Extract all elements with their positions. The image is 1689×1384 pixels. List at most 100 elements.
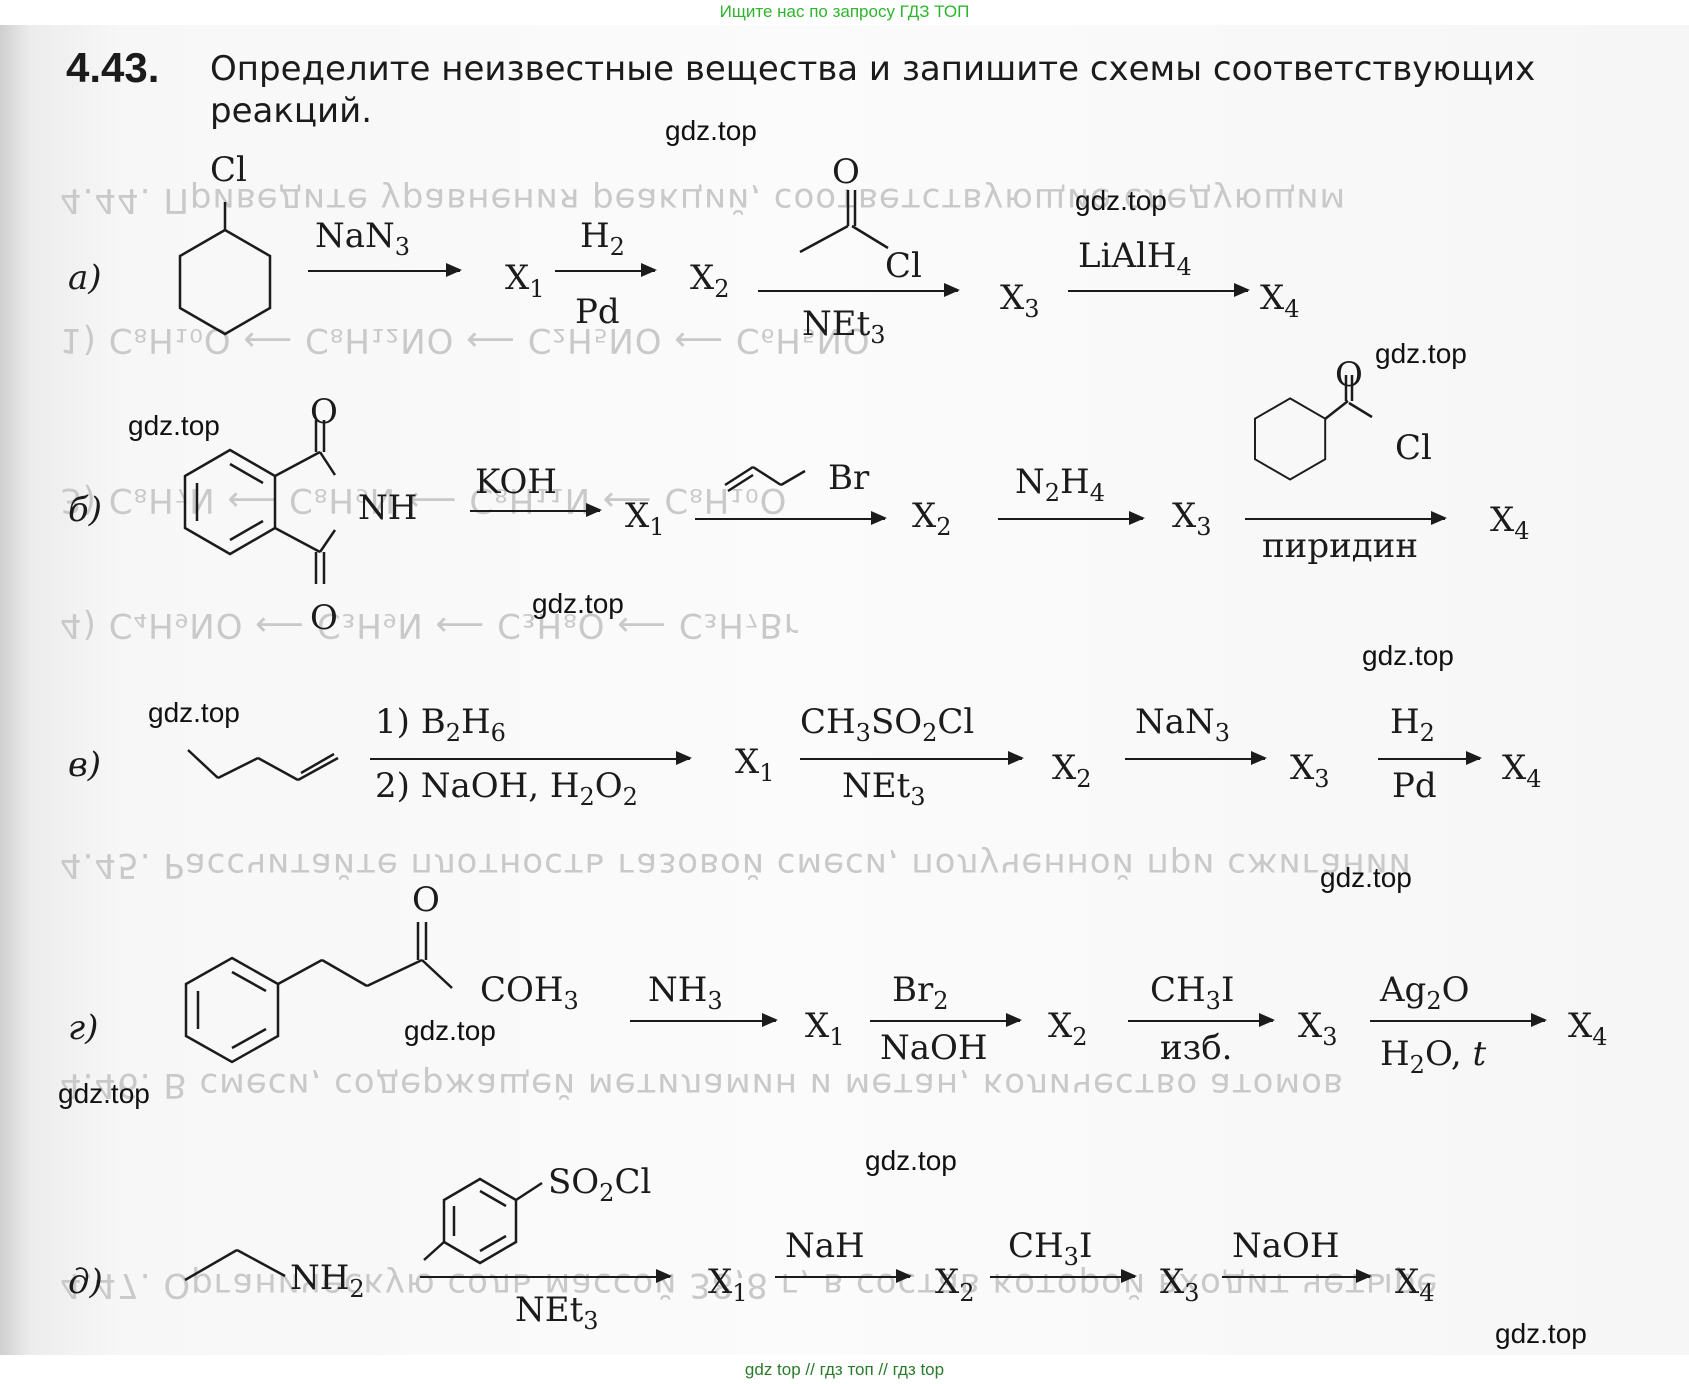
watermark: gdz.top <box>58 1078 150 1109</box>
tosyl-chloride-structure <box>423 1177 543 1265</box>
product-x3: X3 <box>1172 496 1212 541</box>
reagent-naoh: NaOH <box>1232 1226 1340 1266</box>
carbonyl-o-bottom: O <box>310 598 338 638</box>
propene-structure <box>187 749 339 782</box>
amine-nh2: NH2 <box>290 1258 365 1303</box>
product-x4: X4 <box>1395 1262 1435 1307</box>
bleed-through-text: 3) C₈H₇N ⟵ C₈H₉N ⟵ C₈H₁₁N ⟵ C₈H₁₀O <box>60 480 788 520</box>
phthalimide-structure <box>183 420 337 584</box>
reagent-b2h6: 1) B2H6 <box>375 702 506 747</box>
reaction-arrow <box>1068 283 1250 297</box>
watermark: gdz.top <box>1362 640 1454 671</box>
carbonyl-o-top: O <box>310 392 338 432</box>
top-note: Ищите нас по запросу ГДЗ ТОП <box>719 2 970 21</box>
reagent-nan3: NaN3 <box>315 216 411 261</box>
product-x4: X4 <box>1490 500 1530 545</box>
reaction-d-label: д) <box>68 1262 103 1302</box>
reaction-arrow <box>370 751 692 765</box>
reagent-carbonyl-o: O <box>1335 355 1363 395</box>
reagent-nh3: NH3 <box>648 970 723 1015</box>
watermark: gdz.top <box>532 588 624 619</box>
problem-number: 4.43. <box>66 44 160 91</box>
product-x2: X2 <box>935 1262 975 1307</box>
benzoyl-chloride-structure <box>1254 375 1373 481</box>
reagent-naoh-h2o2: 2) NaOH, H2O2 <box>375 766 638 811</box>
product-x2: X2 <box>1052 748 1092 793</box>
reagent-pd: Pd <box>575 292 620 332</box>
reaction-arrow <box>800 751 1024 765</box>
watermark: gdz.top <box>865 1145 957 1176</box>
reaction-arrow <box>1378 751 1482 765</box>
product-x4: X4 <box>1502 748 1542 793</box>
watermark: gdz.top <box>1375 338 1467 369</box>
phenylbutanone-structure <box>184 922 453 1064</box>
reagent-pyridine: пиридин <box>1262 526 1419 566</box>
reagent-pd: Pd <box>1392 766 1437 806</box>
reagent-lialh4: LiAlH4 <box>1078 236 1192 281</box>
watermark: gdz.top <box>148 697 240 728</box>
reaction-arrow <box>470 503 602 517</box>
reaction-arrow <box>1222 1269 1372 1283</box>
watermark: gdz.top <box>1075 185 1167 216</box>
product-x3: X3 <box>1000 278 1040 323</box>
reaction-arrow <box>870 1013 1022 1027</box>
product-x1: X1 <box>625 496 665 541</box>
product-x1: X1 <box>805 1006 845 1051</box>
reagent-so2cl: SO2Cl <box>548 1162 652 1207</box>
product-x1: X1 <box>505 258 545 303</box>
imide-nh: NH <box>358 488 418 528</box>
reaction-arrow <box>1128 1013 1275 1027</box>
reagent-ch3i: CH3I <box>1008 1226 1093 1271</box>
product-x3: X3 <box>1298 1006 1338 1051</box>
reaction-arrow <box>1370 1013 1547 1027</box>
reagent-ch3so2cl: CH3SO2Cl <box>800 702 975 747</box>
reagent-excess: изб. <box>1160 1028 1233 1068</box>
reaction-v-label: в) <box>68 745 102 785</box>
substituent-cl: Cl <box>210 150 247 190</box>
product-x3: X3 <box>1290 748 1330 793</box>
bleed-through-text: 4) C₄H₉NO ⟵ C₃H₉N ⟵ C₃H₈O ⟵ C₃H₇Br <box>60 605 799 645</box>
reaction-arrow <box>555 263 657 277</box>
reaction-arrow <box>990 1269 1137 1283</box>
reaction-arrow <box>1245 511 1447 525</box>
reagent-ch3i: CH3I <box>1150 970 1235 1015</box>
reagent-h2o-t: H2O, t <box>1380 1034 1487 1079</box>
reagent-h2: H2 <box>1390 702 1435 747</box>
chlorocyclohexane-structure <box>178 202 272 336</box>
reaction-arrow <box>998 511 1145 525</box>
product-x1: X1 <box>735 742 775 787</box>
product-x2: X2 <box>1048 1006 1088 1051</box>
ethylamine-structure <box>184 1248 286 1282</box>
reaction-arrow <box>308 263 462 277</box>
watermark: gdz.top <box>665 115 757 146</box>
acetyl-chloride-structure <box>799 190 889 254</box>
reaction-arrow <box>695 511 887 525</box>
reagent-net3: NEt3 <box>515 1290 599 1335</box>
reagent-nah: NaH <box>785 1226 865 1266</box>
product-x4: X4 <box>1260 278 1300 323</box>
reagent-net3: NEt3 <box>802 304 886 349</box>
reaction-arrow <box>1125 751 1267 765</box>
reaction-b-label: б) <box>68 490 103 530</box>
watermark: gdz.top <box>404 1015 496 1046</box>
reaction-arrow <box>420 1269 672 1283</box>
reaction-arrow <box>775 1269 912 1283</box>
product-x3: X3 <box>1160 1262 1200 1307</box>
ketone-o: O <box>412 880 440 920</box>
product-x1: X1 <box>708 1262 748 1307</box>
reagent-h2: H2 <box>580 216 625 261</box>
methyl-label: COH3 <box>480 970 579 1015</box>
reagent-carbonyl-o: O <box>832 152 860 192</box>
reagent-n2h4: N2H4 <box>1015 462 1105 507</box>
reaction-arrow <box>758 283 960 297</box>
reagent-ag2o: Ag2O <box>1380 970 1470 1015</box>
product-x4: X4 <box>1568 1006 1608 1051</box>
reagent-koh: KOH <box>475 462 558 502</box>
reagent-naoh: NaOH <box>880 1028 988 1068</box>
book-page: 4.44. Приведите уравнения реакций, соотв… <box>0 25 1689 1355</box>
product-x2: X2 <box>690 258 730 303</box>
reaction-g-label: г) <box>68 1008 99 1048</box>
watermark: gdz.top <box>1495 1318 1587 1349</box>
reagent-net3: NEt3 <box>842 766 926 811</box>
reagent-cl: Cl <box>885 246 922 286</box>
